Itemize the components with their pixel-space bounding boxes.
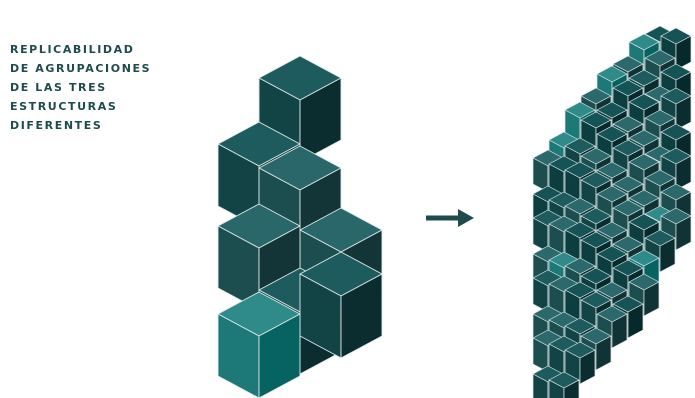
cube-right-face (675, 95, 692, 131)
replicated-cube-pattern (532, 25, 692, 398)
caption-line-5: DIFERENTES (10, 119, 103, 132)
caption-line-1: REPLICABILIDAD (10, 43, 135, 56)
cube-right-face (340, 273, 383, 359)
cube (660, 27, 692, 71)
cube-right-face (299, 77, 342, 163)
cube-right-face (643, 281, 660, 317)
cube-right-face (659, 237, 676, 273)
caption-line-3: DE LAS TRES (10, 81, 107, 94)
arrow-right-icon (426, 209, 474, 227)
cube-right-face (258, 313, 301, 398)
cube-right-face (611, 313, 628, 349)
caption-line-4: ESTRUCTURAS (10, 100, 118, 113)
cube (299, 251, 383, 359)
cube-right-face (675, 35, 692, 71)
cube (548, 371, 580, 398)
cube-right-face (563, 379, 580, 398)
cube (217, 291, 301, 398)
cube (564, 341, 596, 385)
cube-right-face (675, 155, 692, 191)
diagram-caption: REPLICABILIDAD DE AGRUPACIONES DE LAS TR… (10, 40, 151, 135)
cube-left-face (548, 379, 565, 398)
caption-line-2: DE AGRUPACIONES (10, 62, 152, 75)
cube-right-face (579, 349, 596, 385)
cube-right-face (675, 215, 692, 251)
cube-left-face (217, 313, 260, 398)
cube-right-face (627, 303, 644, 339)
single-cube-grouping (217, 55, 383, 398)
cube-right-face (595, 335, 612, 371)
cube-left-face (532, 373, 549, 398)
